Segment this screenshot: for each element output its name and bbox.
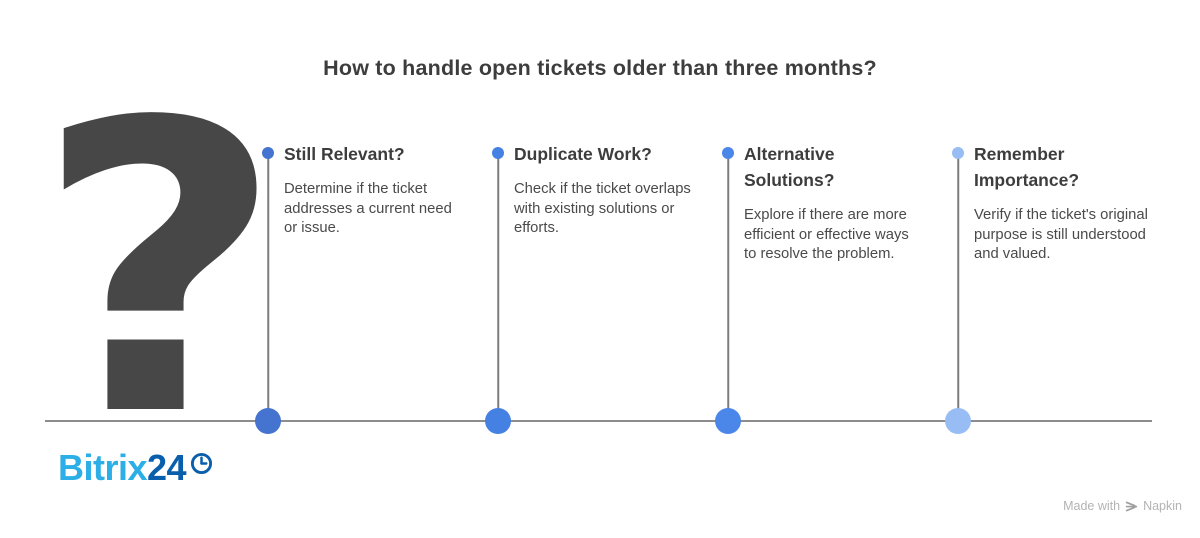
clock-icon (191, 452, 213, 475)
attribution: Made with Napkin (1063, 499, 1182, 513)
question-mark-graphic: ? (34, 39, 285, 504)
step-description: Determine if the ticket addresses a curr… (284, 181, 452, 236)
napkin-logo-icon (1125, 501, 1138, 511)
logo-text-bitrix: Bitrix (58, 447, 148, 488)
attribution-brand: Napkin (1143, 499, 1182, 513)
page-title: How to handle open tickets older than th… (323, 56, 877, 80)
attribution-made-with: Made with (1063, 499, 1121, 513)
step-top-dot (952, 147, 964, 159)
timeline-connector (727, 153, 729, 421)
step-top-dot (492, 147, 504, 159)
logo-text-24: 24 (147, 447, 187, 488)
step-description: Explore if there are more efficient or e… (744, 207, 909, 262)
timeline-connector (957, 153, 959, 421)
step-top-dot (722, 147, 734, 159)
timeline-connector (497, 153, 499, 421)
step-title: Remember Importance? (974, 144, 1080, 190)
step-axis-dot (945, 408, 971, 434)
step-title: Still Relevant? (284, 144, 405, 164)
step-top-dot (262, 147, 274, 159)
step-description: Check if the ticket overlaps with existi… (514, 181, 691, 236)
step-axis-dot (255, 408, 281, 434)
timeline-axis (45, 420, 1152, 422)
step-title: Duplicate Work? (514, 144, 652, 164)
step-description: Verify if the ticket's original purpose … (974, 207, 1148, 262)
step-axis-dot (485, 408, 511, 434)
timeline-connector (267, 153, 269, 421)
step-axis-dot (715, 408, 741, 434)
step-title: Alternative Solutions? (744, 144, 835, 190)
